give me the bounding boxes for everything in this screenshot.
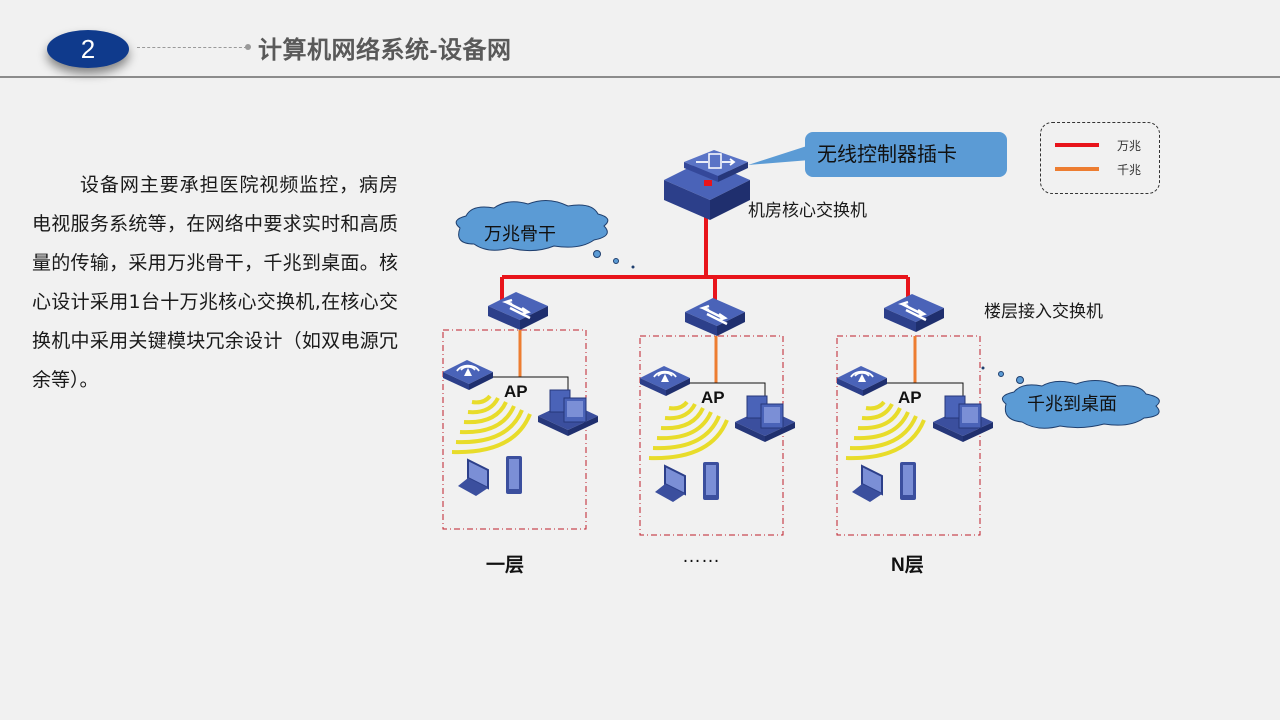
legend-ten-gig-label: 万兆 <box>1117 139 1142 153</box>
floorN-ap-icon <box>836 365 888 397</box>
page-title: 计算机网络系统-设备网 <box>258 37 512 64</box>
floor1-wifi-signal-icon <box>450 394 532 455</box>
desktop-cloud-shape <box>981 366 1160 429</box>
floor2-tablet-icon <box>703 462 719 500</box>
core-switch-icon <box>664 150 750 220</box>
floor1-laptop-icon <box>457 459 489 497</box>
floor1-ap-label: AP <box>504 382 528 401</box>
description-paragraph: 设备网主要承担医院视频监控，病房电视服务系统等，在网络中要求实时和高质量的传输，… <box>32 174 398 391</box>
floorN-ap-label: AP <box>898 388 922 407</box>
floorN-tablet-icon <box>900 462 916 500</box>
floor2-ap-label: AP <box>701 388 725 407</box>
legend-gig-swatch <box>1055 167 1099 171</box>
floor2-laptop-icon <box>654 465 686 503</box>
desktop-cloud-label: 千兆到桌面 <box>1027 394 1117 415</box>
floor1-ap-icon <box>442 359 494 391</box>
title-connector-dot <box>245 44 251 50</box>
legend-ten-gig-swatch <box>1055 143 1099 147</box>
access-switch-label: 楼层接入交换机 <box>984 302 1103 322</box>
legend: 万兆 千兆 <box>1040 122 1160 194</box>
floorN-wifi-signal-icon <box>844 400 926 461</box>
floorN-access-switch-icon <box>882 292 946 334</box>
floor2-label: …… <box>682 546 720 567</box>
floor1-access-switch-icon <box>486 290 550 332</box>
section-number-badge: 2 <box>47 30 129 68</box>
core-switch-label: 机房核心交换机 <box>748 201 867 221</box>
floor1-desktop-icon <box>537 389 599 437</box>
backbone-cloud-shape <box>455 200 635 269</box>
header-divider <box>0 76 1280 78</box>
floorN-label: N层 <box>891 555 924 576</box>
floor2-desktop-icon <box>734 395 796 443</box>
wireless-controller-callout: 无线控制器插卡 <box>805 132 1007 177</box>
floor2-wifi-signal-icon <box>647 400 729 461</box>
floor2-ap-icon <box>639 365 691 397</box>
title-connector-line <box>137 47 247 48</box>
floorN-desktop-icon <box>932 395 994 443</box>
floor2-access-switch-icon <box>683 296 747 338</box>
callout-pointer <box>748 145 810 165</box>
floor1-tablet-icon <box>506 456 522 494</box>
floorN-laptop-icon <box>851 465 883 503</box>
backbone-cloud-label: 万兆骨干 <box>484 224 556 245</box>
legend-gig-label: 千兆 <box>1117 163 1142 177</box>
floor1-label: 一层 <box>486 555 525 576</box>
